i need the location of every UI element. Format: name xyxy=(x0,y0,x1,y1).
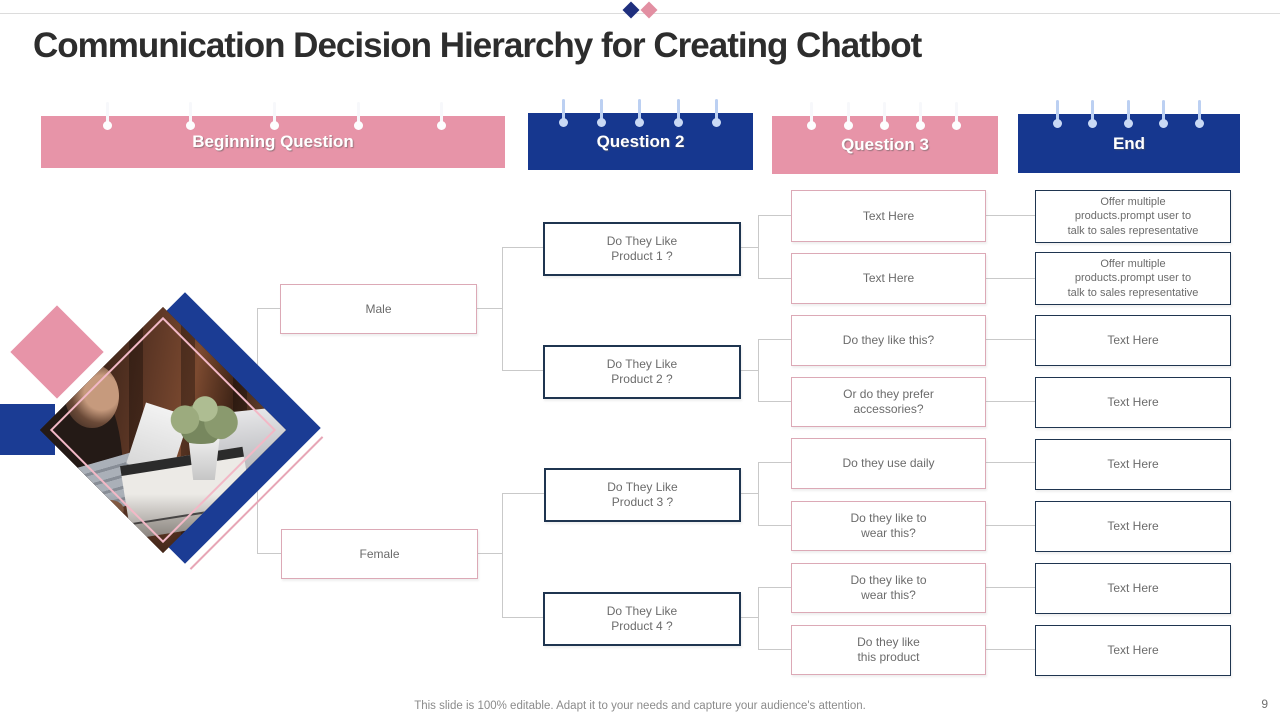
connector-line xyxy=(758,215,791,216)
banner-question-3[interactable]: Question 3 xyxy=(772,102,998,174)
node-q3-3[interactable]: Do they like this? xyxy=(791,315,986,366)
pin-icon xyxy=(1088,100,1098,128)
connector-line xyxy=(984,649,1035,650)
connector-line xyxy=(737,617,758,618)
connector-line xyxy=(984,339,1035,340)
top-divider-line xyxy=(0,13,1280,14)
pin-icon xyxy=(102,102,112,130)
connector-line xyxy=(737,247,758,248)
connector-line xyxy=(984,401,1035,402)
banner-label: Beginning Question xyxy=(192,132,354,151)
connector-line xyxy=(502,370,543,371)
node-q3-2[interactable]: Text Here xyxy=(791,253,986,304)
connector-line xyxy=(476,553,502,554)
connector-line xyxy=(984,278,1035,279)
pin-icon xyxy=(807,102,817,130)
pin-icon xyxy=(1123,100,1133,128)
pin-icon xyxy=(353,102,363,130)
pin-icon xyxy=(952,102,962,130)
node-end-1[interactable]: Offer multiple products.prompt user to t… xyxy=(1035,190,1231,243)
pin-icon xyxy=(711,99,721,127)
connector-line xyxy=(758,401,791,402)
pin-icon xyxy=(635,99,645,127)
banner-label: Question 2 xyxy=(596,131,685,151)
node-end-6[interactable]: Text Here xyxy=(1035,501,1231,552)
node-end-4[interactable]: Text Here xyxy=(1035,377,1231,428)
connector-line xyxy=(502,493,503,617)
connector-line xyxy=(257,553,281,554)
banner-label: Question 3 xyxy=(841,135,929,154)
connector-line xyxy=(737,493,758,494)
pin-icon xyxy=(673,99,683,127)
pin-icon xyxy=(1052,100,1062,128)
banner-question-2[interactable]: Question 2 xyxy=(528,99,753,170)
node-q3-8[interactable]: Do they like this product xyxy=(791,625,986,675)
connector-line xyxy=(502,493,544,494)
pin-icon xyxy=(597,99,606,127)
connector-line xyxy=(758,339,759,401)
pin-icon xyxy=(186,102,196,130)
node-q3-1[interactable]: Text Here xyxy=(791,190,986,242)
node-product-4[interactable]: Do They Like Product 4 ? xyxy=(543,592,741,646)
pin-icon xyxy=(558,99,568,127)
node-q3-6[interactable]: Do they like to wear this? xyxy=(791,501,986,551)
banner-end[interactable]: End xyxy=(1018,100,1240,173)
connector-line xyxy=(737,370,758,371)
connector-line xyxy=(984,462,1035,463)
node-q3-4[interactable]: Or do they prefer accessories? xyxy=(791,377,986,427)
pin-icon xyxy=(843,102,853,130)
connector-line xyxy=(758,587,791,588)
pin-icon xyxy=(879,102,889,130)
node-female[interactable]: Female xyxy=(281,529,478,579)
connector-line xyxy=(502,617,543,618)
node-product-2[interactable]: Do They Like Product 2 ? xyxy=(543,345,741,399)
page-number: 9 xyxy=(1261,697,1268,711)
footer-note: This slide is 100% editable. Adapt it to… xyxy=(414,700,866,712)
top-pink-diamond-icon xyxy=(640,1,658,19)
node-product-3[interactable]: Do They Like Product 3 ? xyxy=(544,468,741,522)
node-end-8[interactable]: Text Here xyxy=(1035,625,1231,676)
connector-line xyxy=(758,587,759,649)
connector-line xyxy=(502,247,543,248)
connector-line xyxy=(502,247,503,370)
connector-line xyxy=(758,525,791,526)
pin-icon xyxy=(437,102,447,130)
banner-beginning-question[interactable]: Beginning Question xyxy=(41,102,505,168)
pin-icon xyxy=(915,102,925,130)
page-title: Communication Decision Hierarchy for Cre… xyxy=(33,26,922,65)
banner-label: End xyxy=(1112,133,1146,153)
node-end-5[interactable]: Text Here xyxy=(1035,439,1231,490)
photo-shadow-overlay xyxy=(39,494,287,554)
connector-line xyxy=(758,649,791,650)
top-navy-diamond-icon xyxy=(622,1,640,19)
node-product-1[interactable]: Do They Like Product 1 ? xyxy=(543,222,741,276)
photo-plant xyxy=(161,390,241,444)
pin-icon xyxy=(270,102,279,130)
connector-line xyxy=(257,308,280,309)
connector-line xyxy=(758,278,791,279)
node-end-3[interactable]: Text Here xyxy=(1035,315,1231,366)
node-male[interactable]: Male xyxy=(280,284,477,334)
connector-line xyxy=(984,525,1035,526)
connector-line xyxy=(758,215,759,278)
pin-icon xyxy=(1159,100,1169,128)
node-end-2[interactable]: Offer multiple products.prompt user to t… xyxy=(1035,252,1231,305)
pin-icon xyxy=(1194,100,1204,128)
connector-line xyxy=(984,215,1035,216)
connector-line xyxy=(758,462,759,525)
node-end-7[interactable]: Text Here xyxy=(1035,563,1231,614)
connector-line xyxy=(475,308,502,309)
node-q3-5[interactable]: Do they use daily xyxy=(791,438,986,489)
node-q3-7[interactable]: Do they like to wear this? xyxy=(791,563,986,613)
connector-line xyxy=(758,339,791,340)
connector-line xyxy=(984,587,1035,588)
connector-line xyxy=(758,462,791,463)
